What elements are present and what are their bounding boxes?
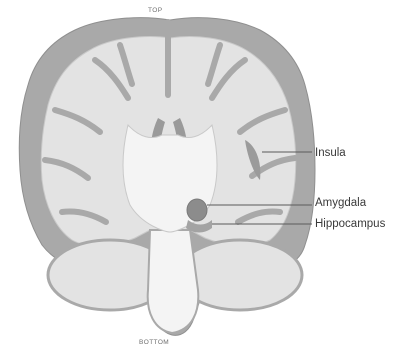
- amygdala-label: Amygdala: [315, 197, 366, 209]
- orientation-bottom-label: BOTTOM: [139, 339, 169, 346]
- brainstem: [148, 230, 199, 333]
- orientation-top-label: TOP: [148, 7, 162, 14]
- amygdala-highlight: [187, 199, 207, 221]
- insula-label: Insula: [315, 147, 346, 159]
- hippocampus-label: Hippocampus: [315, 218, 385, 230]
